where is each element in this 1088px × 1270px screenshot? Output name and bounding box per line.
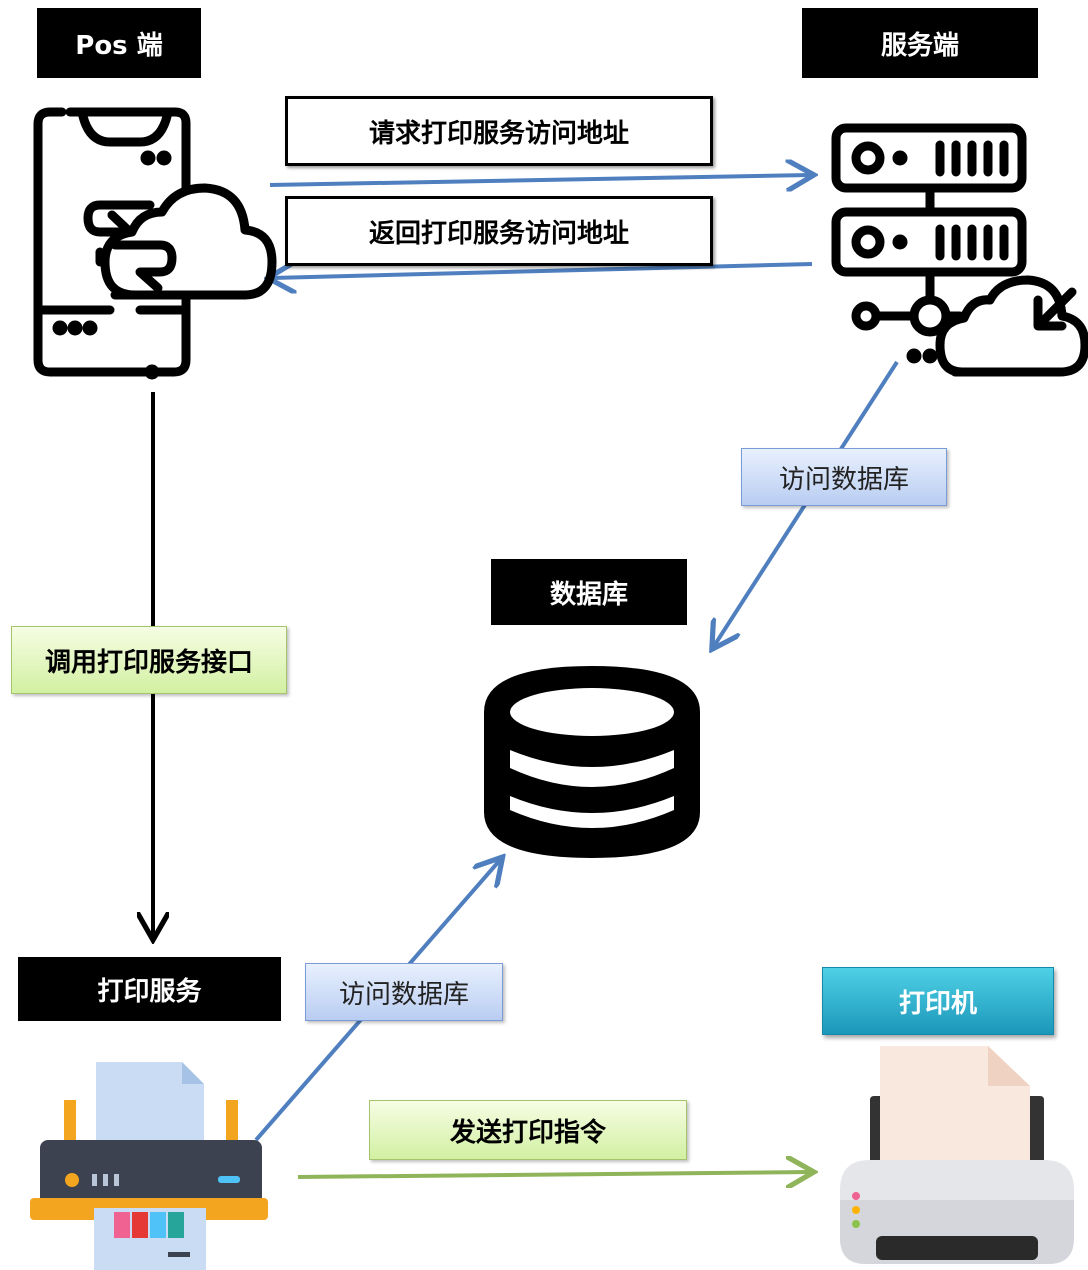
label-return-address: 返回打印服务访问地址: [285, 196, 713, 266]
print-service-printer-icon: [30, 1062, 268, 1270]
arrow-request-address: [269, 175, 810, 185]
arrow-send-print-command: [297, 1172, 810, 1177]
label-request-address: 请求打印服务访问地址: [285, 96, 713, 166]
label-call-print-api: 调用打印服务接口: [11, 626, 287, 694]
print-service-title: 打印服务: [18, 957, 281, 1021]
printer-title: 打印机: [822, 967, 1054, 1035]
database-icon: [484, 666, 700, 858]
label-send-print-command: 发送打印指令: [369, 1100, 687, 1160]
arrow-return-address: [272, 264, 813, 278]
server-cloud-icon: [831, 123, 1088, 377]
mobile-cloud-icon: [33, 107, 277, 380]
database-title: 数据库: [491, 559, 687, 625]
server-title: 服务端: [802, 8, 1038, 78]
label-service-access-db: 访问数据库: [305, 963, 503, 1021]
printer-icon: [840, 1046, 1074, 1264]
pos-title: Pos 端: [37, 8, 201, 78]
label-server-access-db: 访问数据库: [741, 448, 947, 506]
